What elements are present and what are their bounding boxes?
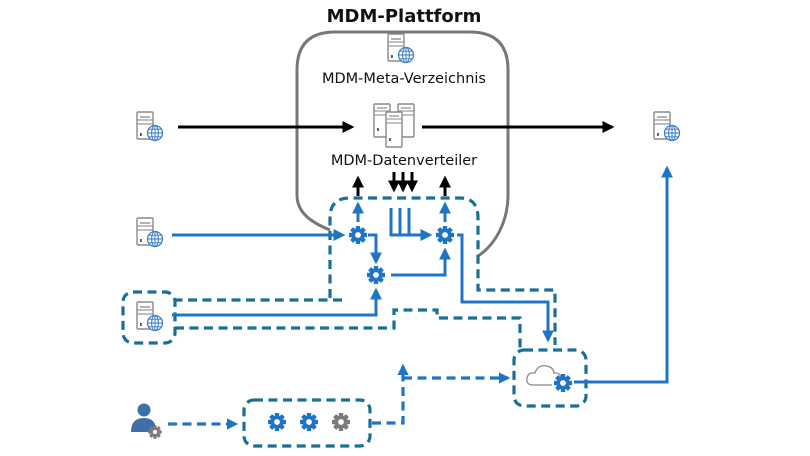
server-globe-icon [387,33,415,64]
process-chain-node[interactable] [242,398,372,448]
process-gear-1-icon [268,413,288,431]
source-system-top-icon[interactable] [136,111,164,142]
data-distributor-label: MDM-Datenverteiler [331,153,477,169]
flow-gear3-to-cloud [457,233,554,343]
integration-gear-1-icon[interactable] [349,226,369,244]
flow-cloud-to-target [574,165,673,384]
source-system-bottom-boundary [121,290,177,345]
flow-gear1-to-gear2 [368,233,382,265]
flow-distributor-to-gear3 [389,208,433,241]
source-system-middle-icon[interactable] [136,217,164,248]
platform-boundary [295,30,510,258]
target-system-icon[interactable] [653,111,681,142]
cloud-service-node[interactable] [512,348,588,408]
server-globe-icon [136,301,164,332]
process-gear-2-icon [300,413,320,431]
cloud-icon [526,365,562,386]
flow-bottom-source-to-gear2 [172,287,382,317]
dashed-link-source-bottom [175,308,522,350]
flow-gear2-to-gear3 [391,247,451,277]
meta-directory-label: MDM-Meta-Verzeichnis [322,71,486,87]
integration-gear-2-icon[interactable] [367,266,387,284]
meta-directory-node[interactable]: MDM-Meta-Verzeichnis [322,33,486,87]
user-admin-icon[interactable] [131,403,164,439]
user-gear-icon [148,425,164,439]
integration-gear-3-icon[interactable] [436,226,456,244]
cloud-gear-icon [554,374,574,392]
flow-process-up [372,363,409,425]
server-cluster-icon [373,103,415,148]
source-system-bottom-node[interactable] [121,290,177,345]
data-distributor-node[interactable]: MDM-Datenverteiler [331,103,477,169]
platform-title: MDM-Plattform [327,6,482,27]
process-gear-3-icon [332,413,352,431]
cloud-service-boundary [512,348,588,408]
process-chain-boundary [242,398,372,448]
integration-layer-boundary [328,196,557,345]
